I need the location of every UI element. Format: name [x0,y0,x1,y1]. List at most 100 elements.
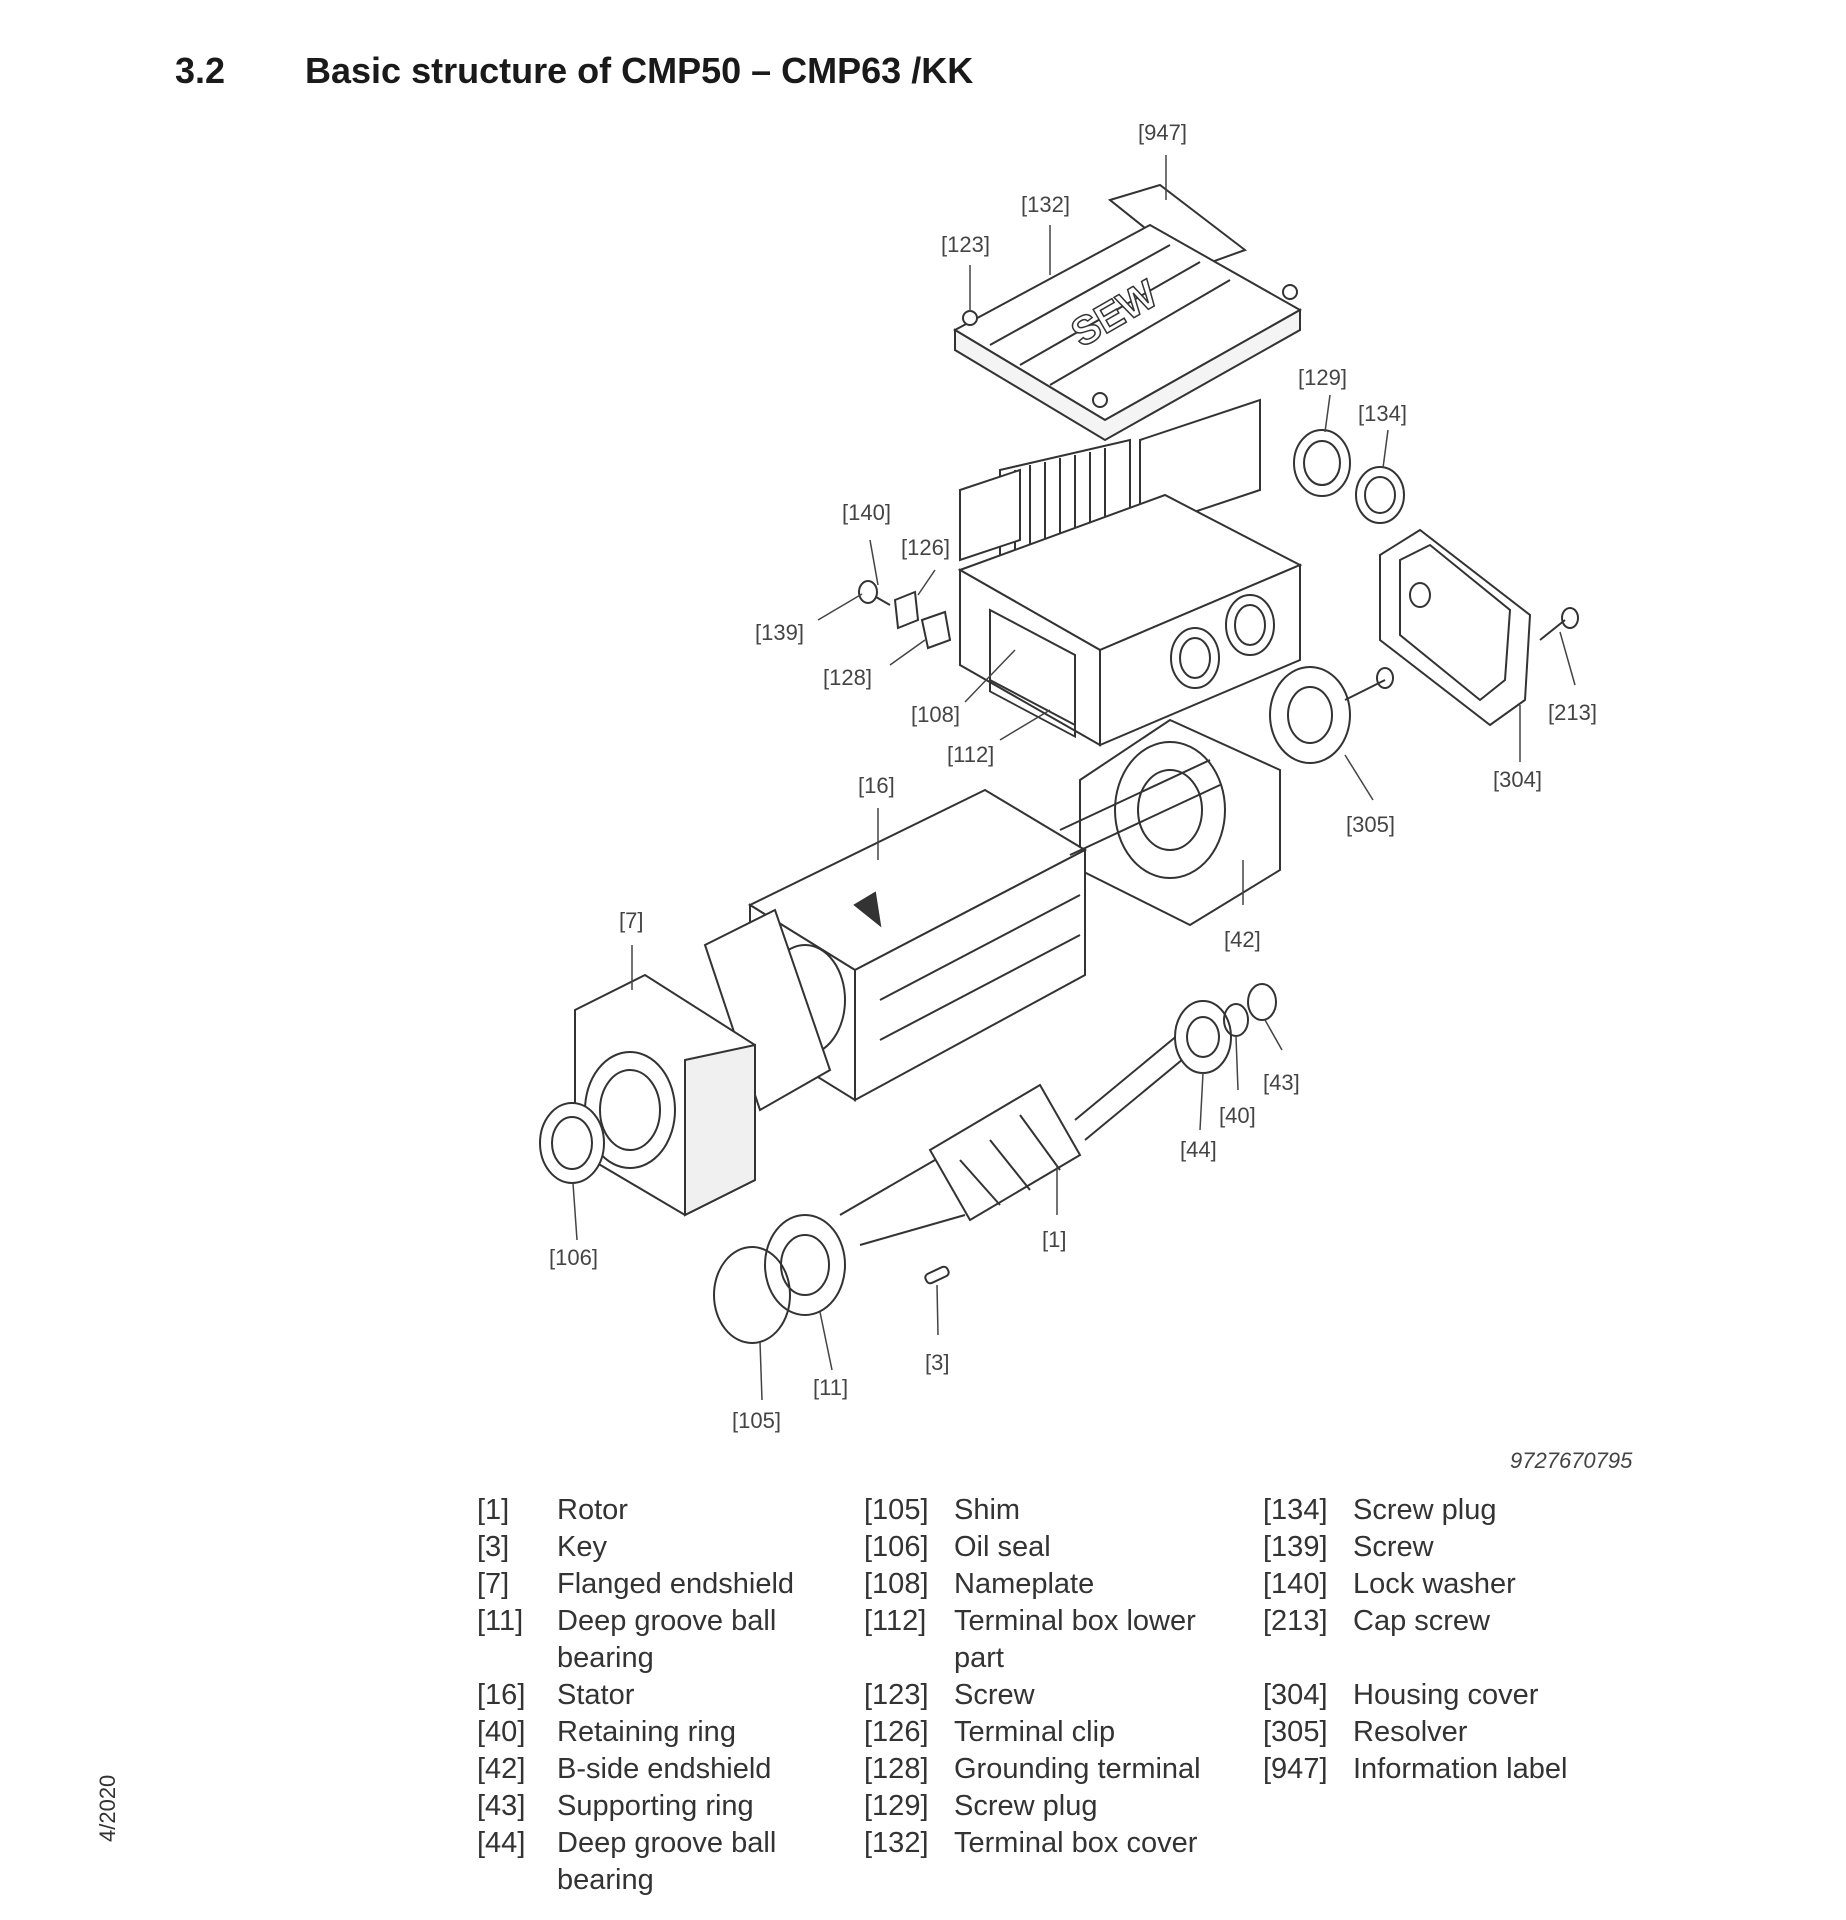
legend-ref: [129] [864,1790,929,1822]
housing-cover-304 [1379,528,1532,727]
legend-item: [40]Retaining ring [477,1714,857,1751]
legend-item: [132]Terminal box cover [864,1825,1244,1862]
callout-139: [139] [755,620,804,645]
legend-ref: [132] [864,1827,929,1859]
screw-plug-129 [1293,429,1351,497]
flanged-endshield-7 [574,973,756,1217]
bearing-11 [764,1214,846,1316]
legend-ref: [304] [1263,1679,1328,1711]
legend-item: [42]B-side endshield [477,1751,857,1788]
oil-seal-106 [539,1102,605,1184]
legend-label: Cap screw [1353,1605,1490,1637]
callout-105: [105] [732,1408,781,1433]
legend-label: Screw [954,1679,1035,1711]
callout-40: [40] [1219,1103,1256,1128]
legend-item: [108]Nameplate [864,1566,1244,1603]
legend-ref: [11] [477,1605,524,1637]
callout-112: [112] [947,742,994,767]
screw-plug-134 [1355,466,1405,524]
legend-label: Lock washer [1353,1568,1516,1600]
callout-947: [947] [1138,120,1187,145]
retaining-ring-40 [1223,1003,1249,1037]
legend-ref: [112] [864,1605,927,1637]
legend-column-2: [105]Shim [106]Oil seal [108]Nameplate [… [864,1492,1244,1862]
legend-label: Housing cover [1353,1679,1539,1711]
legend-label: Resolver [1353,1716,1468,1748]
callout-140: [140] [842,500,891,525]
callout-106: [106] [549,1245,598,1270]
legend-ref: [44] [477,1827,526,1859]
shim-105 [713,1246,791,1344]
callout-305: [305] [1346,812,1395,837]
legend-ref: [43] [477,1790,526,1822]
terminal-box-cover-132: SEW [952,223,1303,442]
legend-item: [112] Terminal box lower part [864,1603,1244,1677]
section-title: Basic structure of CMP50 – CMP63 /KK [305,50,974,91]
legend-item: [304] Housing cover [1263,1677,1567,1714]
lock-washer-140 [893,590,920,630]
legend-item: [11] Deep groove ball bearing [477,1603,857,1677]
leader-lines [572,155,1576,1401]
margin-date: 4/2020 [95,1774,120,1842]
legend-item: [126] Terminal clip [864,1714,1244,1751]
legend-item: [129] Screw plug [864,1788,1244,1825]
callout-43: [43] [1263,1070,1300,1095]
callout-11: [11] [813,1375,848,1400]
legend-column-3: [134]Screw plug [139] Screw [140] Lock was… [1263,1492,1567,1788]
legend-label: Screw plug [1353,1494,1497,1526]
cap-screw-213 [1539,607,1579,641]
figure-document-id: 9727670795 [1510,1448,1633,1473]
callout-126: [126] [901,535,950,560]
grounding-terminal-128 [920,610,952,650]
legend-ref: [305] [1263,1716,1328,1748]
callout-7: [7] [619,908,643,933]
legend-label: Nameplate [954,1568,1095,1600]
legend-item: [16]Stator [477,1677,857,1714]
legend-label: Screw [1353,1531,1434,1563]
legend-ref: [1] [477,1494,510,1526]
b-side-endshield-42 [1079,718,1281,927]
legend-ref: [126] [864,1716,929,1748]
key-3 [924,1265,950,1285]
legend-label: Terminal box lower part [954,1605,1196,1674]
screw-139 [858,580,891,606]
legend-item: [305] Resolver [1263,1714,1567,1751]
legend-label: Oil seal [954,1531,1051,1563]
legend-label: Shim [954,1494,1021,1526]
legend-item: [139] Screw [1263,1529,1567,1566]
legend-item: [106] Oil seal [864,1529,1244,1566]
legend-item: [123]Screw [864,1677,1244,1714]
legend-ref: [16] [477,1679,526,1711]
callout-108: [108] [911,702,960,727]
callout-304: [304] [1493,767,1542,792]
legend-label: Screw plug [954,1790,1098,1822]
legend-label: Rotor [557,1494,628,1526]
parts-legend: [1] Rotor [3]Key [7]Flanged endshield [11… [477,1492,1677,1912]
legend-item: [7]Flanged endshield [477,1566,857,1603]
legend-item: [44] Deep groove ball bearing [477,1825,857,1899]
callout-3: [3] [925,1350,949,1375]
callout-123: [123] [941,232,990,257]
bearing-44 [1174,1000,1232,1074]
legend-ref: [40] [477,1716,526,1748]
supporting-ring-43 [1247,983,1277,1021]
legend-ref: [7] [477,1568,510,1600]
legend-label: Terminal clip [954,1716,1116,1748]
callout-44: [44] [1180,1137,1217,1162]
legend-label: Deep groove ball bearing [557,1605,777,1674]
legend-label: Deep groove ball bearing [557,1827,777,1896]
callout-128: [128] [823,665,872,690]
legend-ref: [106] [864,1531,929,1563]
exploded-view-drawing: SEW [539,120,1597,1433]
legend-ref: [139] [1263,1531,1328,1563]
legend-item: [1] Rotor [477,1492,857,1529]
callout-16: [16] [858,773,895,798]
legend-item: [3]Key [477,1529,857,1566]
legend-ref: [140] [1263,1568,1328,1600]
legend-item: [134]Screw plug [1263,1492,1567,1529]
terminal-box-lower-part-112 [957,493,1303,747]
callout-1: [1] [1042,1227,1066,1252]
callout-132: [132] [1021,192,1070,217]
legend-ref: [947] [1263,1753,1328,1785]
